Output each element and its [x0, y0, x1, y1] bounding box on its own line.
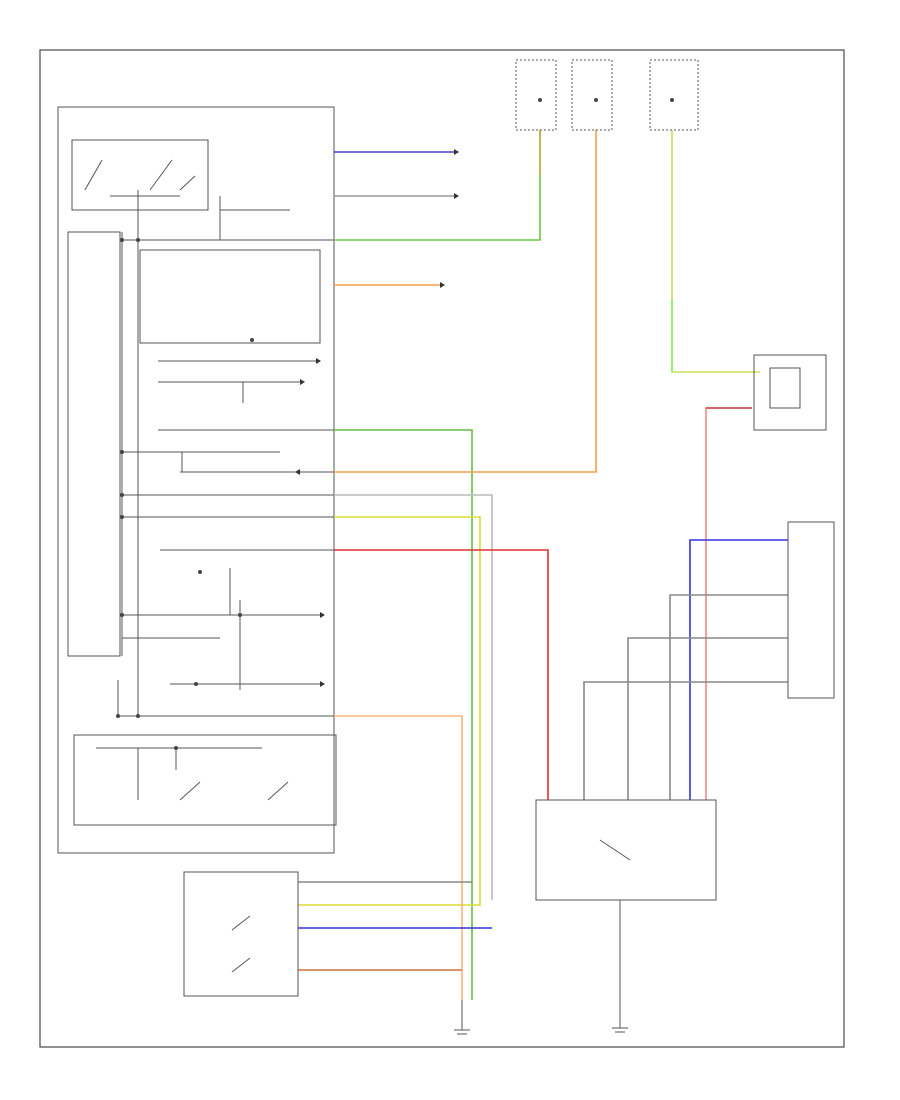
relay-coil: [769, 367, 801, 409]
wires: [298, 130, 788, 1000]
motor-control-module: [57, 106, 337, 854]
junction: [250, 338, 254, 342]
wire-grn-long: [334, 429, 473, 1000]
grounds: [454, 1000, 628, 1035]
left-switch-outline: [183, 871, 299, 997]
fuse-box-1: [515, 59, 557, 131]
relay-switch-3: [179, 175, 196, 191]
wire-yel-grn: [671, 130, 760, 373]
arrow-head: [300, 379, 305, 385]
junction: [194, 682, 198, 686]
wire-gray-638: [627, 637, 788, 800]
fuse-blocks: [515, 59, 699, 131]
junction: [120, 515, 124, 519]
lower-switch-1: [179, 781, 201, 801]
left-switch: [183, 871, 299, 997]
relay-switch-2: [149, 159, 173, 191]
wire-gray-495: [334, 494, 493, 900]
relay-switch-1: [84, 159, 103, 191]
diagram-frame: [39, 49, 845, 1048]
left-switch-blade-2: [231, 957, 251, 973]
wire-grn: [334, 130, 541, 241]
junction: [174, 746, 178, 750]
module-outline: [57, 106, 335, 854]
arrow-head: [316, 358, 321, 364]
lower-switch-box: [73, 734, 337, 826]
lower-switch-2: [267, 781, 289, 801]
connector-outline: [787, 521, 835, 699]
wire-gray-595: [669, 594, 788, 800]
wire-org-fuse: [334, 130, 597, 473]
arrow-head: [454, 149, 459, 155]
arrow-head: [320, 681, 325, 687]
junction: [136, 714, 140, 718]
right-connector: [787, 521, 835, 699]
junction: [238, 613, 242, 617]
wire-blu-right: [689, 539, 788, 800]
inner-logic-box: [139, 249, 321, 344]
left-switch-blade-1: [231, 915, 251, 931]
fuse-box-3: [649, 59, 699, 131]
junction: [120, 450, 124, 454]
junction: [136, 238, 140, 242]
arrow-head: [454, 193, 459, 199]
junction: [120, 613, 124, 617]
junction: [120, 238, 124, 242]
junction: [198, 570, 202, 574]
fuse-box-2: [571, 59, 613, 131]
junction: [116, 714, 120, 718]
center-switch-outline: [535, 799, 717, 901]
arrow-head: [440, 282, 445, 288]
arrow-head: [320, 612, 325, 618]
center-switch: [535, 799, 717, 1028]
wire-pink: [705, 407, 752, 800]
arrows: [295, 149, 459, 687]
fuse-terminal: [670, 98, 674, 102]
arrow-head: [295, 469, 300, 475]
wire-gray-682: [583, 681, 788, 800]
wire-org-lower: [334, 715, 463, 1000]
logic-block: [67, 231, 121, 657]
wire-red: [334, 549, 549, 800]
relay-switch-box: [71, 139, 209, 211]
junction: [120, 493, 124, 497]
wire-yel: [298, 516, 481, 906]
relay-outline: [753, 354, 827, 431]
fuse-terminal: [594, 98, 598, 102]
fuse-terminal: [538, 98, 542, 102]
center-switch-blade: [599, 839, 631, 861]
right-relay: [753, 354, 827, 431]
